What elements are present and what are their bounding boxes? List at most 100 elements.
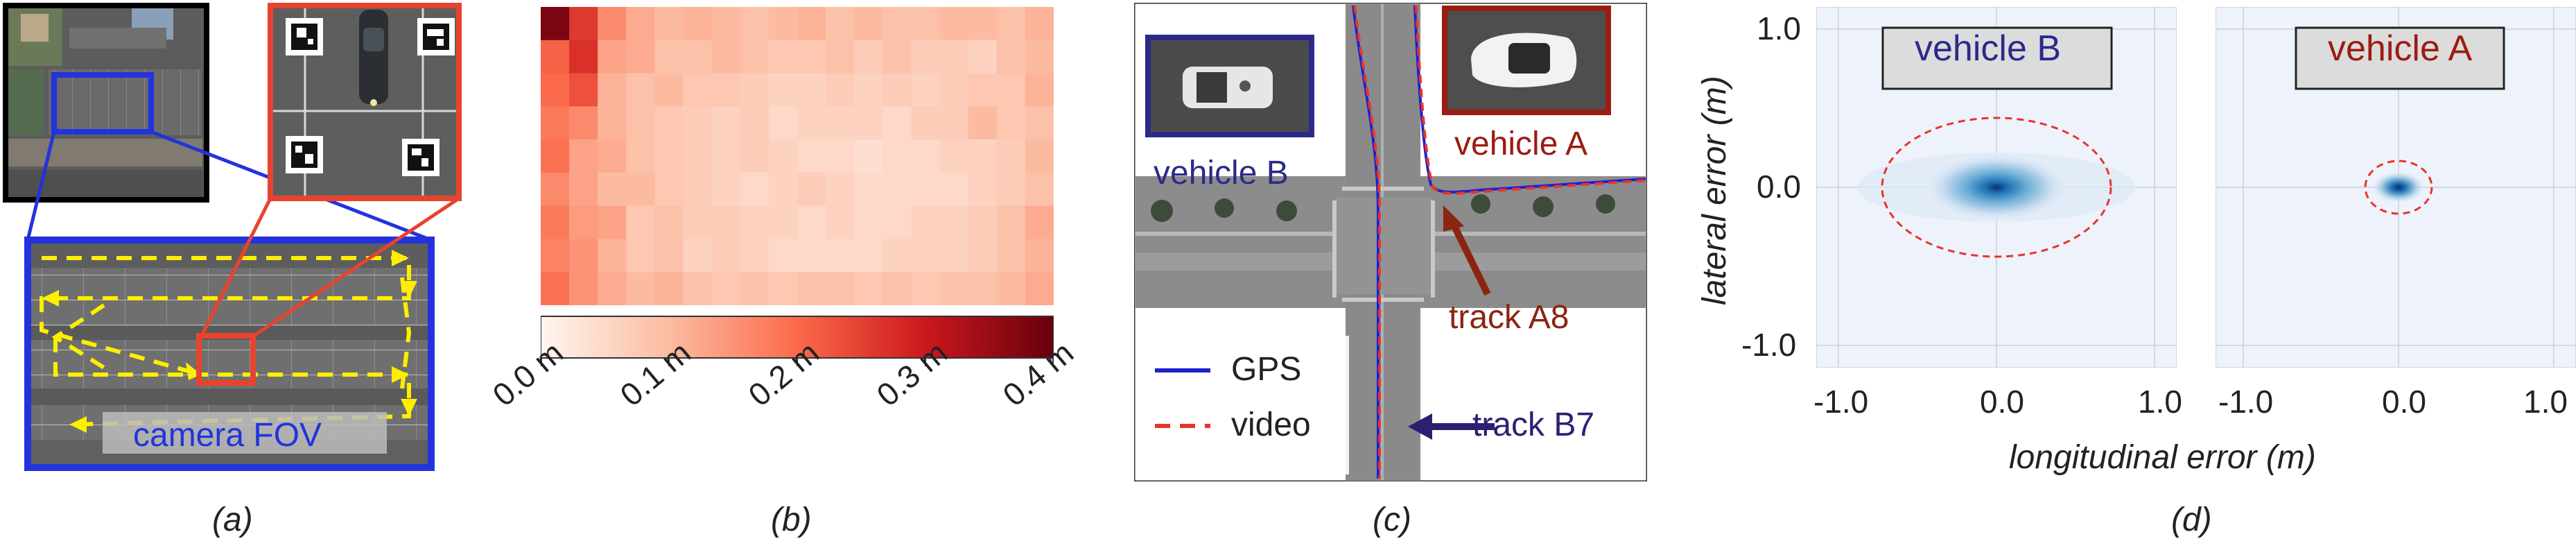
heatmap-cell xyxy=(768,239,798,273)
heatmap-cell xyxy=(740,205,769,240)
heatmap-cell xyxy=(854,106,883,140)
heatmap-cell xyxy=(683,205,713,240)
yellow-track xyxy=(40,256,412,427)
legend-gps-label: GPS xyxy=(1231,351,1302,388)
heatmap-cell xyxy=(598,205,627,240)
heatmap-cell xyxy=(996,172,1026,207)
heatmap-cell xyxy=(598,7,627,41)
heatmap-cell xyxy=(654,272,684,305)
heatmap-cell xyxy=(826,205,855,240)
heatmap-cell xyxy=(1025,205,1054,240)
heatmap-cell xyxy=(768,40,798,74)
heatmap-cell xyxy=(939,139,969,173)
heatmap-cell xyxy=(768,172,798,207)
caption-a: (a) xyxy=(212,502,253,538)
fov-marker-small xyxy=(51,72,154,135)
zoom-inset xyxy=(268,3,462,201)
camera-fov-label: camera FOV xyxy=(133,417,322,454)
track-a-label: track A8 xyxy=(1449,299,1569,336)
legend-video-label: video xyxy=(1231,406,1311,443)
heatmap-cell xyxy=(911,272,941,305)
heatmap-cell xyxy=(711,73,741,107)
heatmap-cell xyxy=(968,172,998,207)
heatmap-cell xyxy=(1025,7,1054,41)
heatmap-cell xyxy=(541,272,570,305)
heatmap-cell xyxy=(711,139,741,173)
heatmap-cell xyxy=(768,73,798,107)
heatmap-cell xyxy=(968,40,998,74)
heatmap-cell xyxy=(626,272,656,305)
heatmap-cell xyxy=(996,205,1026,240)
heatmap-cell xyxy=(626,106,656,140)
heatmap-cell xyxy=(968,205,998,240)
heatmap-cell xyxy=(626,205,656,240)
heatmap-cell xyxy=(968,272,998,305)
heatmap-cell xyxy=(683,139,713,173)
heatmap-cell xyxy=(598,40,627,74)
heatmap-cell xyxy=(911,172,941,207)
heatmap-cell xyxy=(598,239,627,273)
heatmap-cell xyxy=(598,73,627,107)
heatmap-cell xyxy=(569,239,598,273)
heatmap-cell xyxy=(797,239,826,273)
vehicle-b-label: vehicle B xyxy=(1154,155,1289,191)
heatmap-cell xyxy=(569,106,598,140)
colorbar xyxy=(541,316,1054,366)
heatmap-cell xyxy=(1025,106,1054,140)
heatmap-cell xyxy=(882,7,912,41)
heatmap-cell xyxy=(826,139,855,173)
heatmap-cell xyxy=(1025,239,1054,273)
heatmap-cell xyxy=(1025,40,1054,74)
heatmap-cell xyxy=(882,172,912,207)
vehicle-a-label: vehicle A xyxy=(1454,126,1588,162)
heatmap-cell xyxy=(797,139,826,173)
heatmap-cell xyxy=(683,272,713,305)
heatmap-cell xyxy=(740,239,769,273)
caption-d: (d) xyxy=(2171,502,2212,538)
heatmap-cell xyxy=(626,239,656,273)
aerial-overview xyxy=(3,3,209,203)
heatmap-cell xyxy=(740,139,769,173)
track-b-label: track B7 xyxy=(1472,406,1595,443)
heatmap-cell xyxy=(939,205,969,240)
heatmap-cell xyxy=(541,172,570,207)
y-tick-0: 0.0 xyxy=(1757,169,1801,205)
heatmap-cell xyxy=(797,106,826,140)
heatmap-cell xyxy=(797,40,826,74)
heatmap-cell xyxy=(968,7,998,41)
fiducial-markers xyxy=(286,18,455,176)
y-tick-1: 1.0 xyxy=(1757,10,1801,46)
heatmap-cell xyxy=(683,106,713,140)
heatmap-cell xyxy=(996,239,1026,273)
heatmap-cell xyxy=(996,7,1026,41)
density-plot-vehicle-b xyxy=(1816,7,2177,368)
heatmap-cell xyxy=(541,205,570,240)
heatmap-cell xyxy=(882,106,912,140)
heatmap-cell xyxy=(911,106,941,140)
heatmap-cell xyxy=(768,205,798,240)
x-axis-label: longitudinal error (m) xyxy=(2009,439,2316,476)
heatmap-cell xyxy=(569,73,598,107)
heatmap-cell xyxy=(911,7,941,41)
heatmap-cell xyxy=(854,139,883,173)
error-heatmap xyxy=(541,7,1054,305)
heatmap-cell xyxy=(683,73,713,107)
heatmap-cell xyxy=(968,73,998,107)
heatmap-cell xyxy=(569,172,598,207)
heatmap-cell xyxy=(826,7,855,41)
confidence-ellipse-a xyxy=(2364,160,2433,215)
heatmap-cell xyxy=(882,139,912,173)
subplot-title-vehicle-a: vehicle A xyxy=(2328,28,2473,69)
heatmap-cell xyxy=(797,7,826,41)
legend xyxy=(1141,336,1349,474)
heatmap-cell xyxy=(541,139,570,173)
heatmap-cell xyxy=(854,172,883,207)
x-tick-a-1: 1.0 xyxy=(2523,384,2568,420)
heatmap-cell xyxy=(882,239,912,273)
heatmap-cell xyxy=(711,272,741,305)
heatmap-cell xyxy=(996,73,1026,107)
heatmap-cell xyxy=(683,40,713,74)
heatmap-cell xyxy=(797,172,826,207)
zoom-marker xyxy=(196,333,256,386)
heatmap-cell xyxy=(569,7,598,41)
